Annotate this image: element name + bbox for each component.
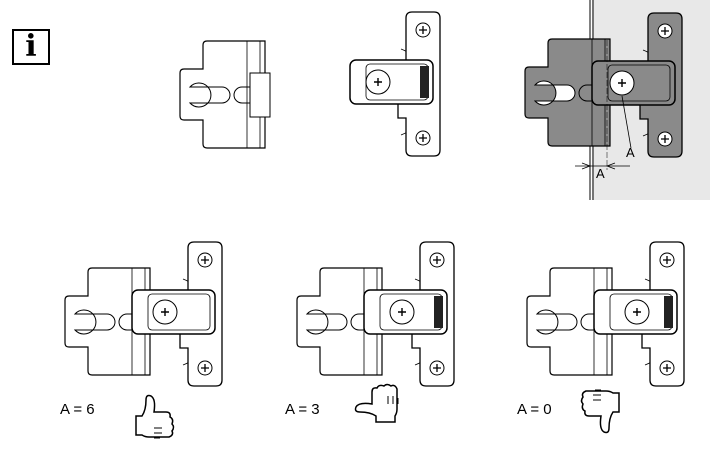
screw-cross [419,26,427,34]
arm-inner [147,293,211,331]
arm-end-dark [434,296,443,328]
keyhole-slot [533,80,576,106]
screw-cross [433,256,441,264]
hand-outline [354,383,398,423]
hinge-example-a6 [64,241,223,387]
arm-stub [249,72,271,118]
hinge-arm [349,59,434,105]
finger-lines [387,396,399,404]
keyhole-slot [188,82,231,108]
keyhole-slot [305,309,348,335]
hand-outline [580,390,620,434]
info-icon: i [12,29,50,65]
pointer-label: A [626,145,635,160]
arm-end-dark [420,66,429,98]
hinge-example-a3 [296,241,455,387]
hand-outline [135,394,175,438]
example-label-a0: A = 0 [517,401,552,418]
example-label-a3: A = 3 [285,401,320,418]
screw-cross [633,308,641,316]
dimension-label: A [596,166,605,181]
screw-cross [661,27,669,35]
example-label-a6: A = 6 [60,401,95,418]
mounting-plate-drawing [179,40,271,149]
screw-cross [374,78,382,86]
installed-hinge-drawing [524,12,683,158]
keyhole-slot [535,309,578,335]
pointer-line [621,95,632,149]
screw-cross [398,308,406,316]
screw-cross [161,308,169,316]
screw-cross [201,256,209,264]
screw-cross [201,364,209,372]
arm-end-dark [664,296,673,328]
finger-lines [154,427,162,439]
dimension-a-marker [575,40,632,170]
thumbs-up-icon [135,394,175,439]
screw-cross [419,134,427,142]
hinge-arm-drawing [349,11,441,157]
hinge-example-a0 [526,241,685,387]
thumbs-sideways-icon [354,383,399,423]
screw-cross [618,79,626,87]
screw-cross [433,364,441,372]
screw-cross [661,135,669,143]
finger-lines [593,389,601,401]
arm-inner [607,64,671,102]
keyhole-slot [73,309,116,335]
thumbs-down-icon [580,389,620,434]
screw-cross [663,364,671,372]
screw-cross [663,256,671,264]
